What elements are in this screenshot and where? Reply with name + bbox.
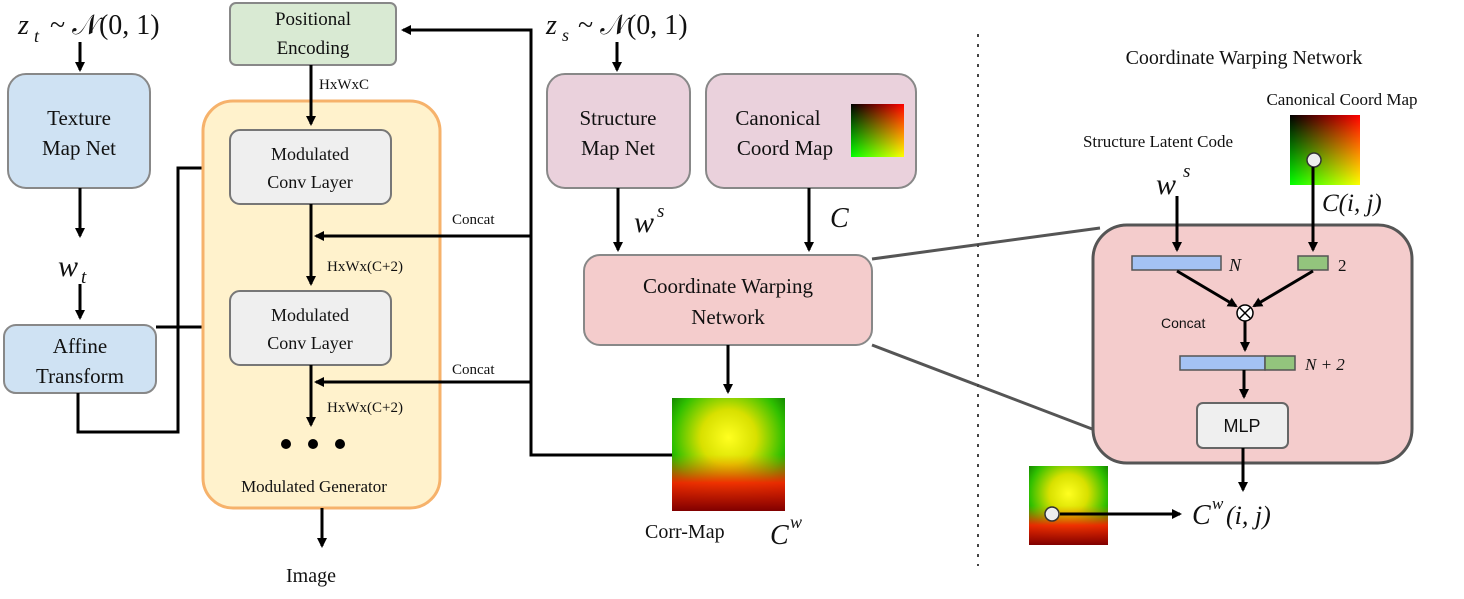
positional-encoding-label-2: Encoding: [277, 38, 350, 59]
texture-map-net-box: [7, 73, 151, 189]
structure-map-net-label-2: Map Net: [581, 136, 655, 160]
two-label: 2: [1338, 256, 1347, 275]
cw-args-right: (i, j): [1226, 501, 1271, 530]
cwn-detail-title: Coordinate Warping Network: [1126, 47, 1363, 69]
n-plus-2-label: N + 2: [1304, 355, 1345, 374]
conv-layer-2-label-2: Conv Layer: [267, 333, 352, 353]
cwn-label-1: Coordinate Warping: [643, 274, 813, 298]
ws-var-mid: w: [634, 206, 654, 239]
ws-sup-mid: s: [657, 201, 664, 222]
n-label: N: [1228, 255, 1242, 275]
conv-layer-2-box: [229, 290, 392, 366]
ellipsis-dot-3: [335, 439, 345, 449]
conv-layer-1-label-1: Modulated: [271, 144, 349, 164]
sample-point-marker: [1306, 152, 1322, 168]
cw-var-mid: C: [770, 520, 789, 551]
n2-vector-green: [1264, 355, 1296, 371]
canonical-coord-map-thumbnail: [851, 104, 904, 157]
affine-transform-box: [3, 324, 157, 394]
n-vector-bar: [1131, 255, 1222, 271]
corr-map-image: [672, 398, 785, 511]
zt-rest: ~ 𝒩(0, 1): [50, 10, 160, 41]
cw-sup-mid: w: [790, 512, 802, 532]
texture-map-net-label-2: Map Net: [42, 136, 116, 160]
arrow-affine-to-conv1: [76, 163, 226, 434]
structure-map-net-label-1: Structure: [580, 106, 657, 130]
positional-encoding-label-1: Positional: [275, 9, 351, 30]
ws-var-right: w: [1156, 168, 1176, 201]
hxwxc-label: HxWxC: [319, 77, 369, 93]
zs-sub: s: [562, 25, 569, 45]
hxwx-c2-label-b: HxWx(C+2): [327, 400, 403, 416]
corr-map-label: Corr-Map: [645, 521, 725, 543]
canonical-coord-map-caption: Canonical Coord Map: [1266, 90, 1417, 109]
canonical-coord-map-thumbnail-right: [1290, 115, 1360, 185]
ws-sup-right: s: [1183, 161, 1190, 182]
cwn-detail-box: [1091, 223, 1414, 465]
zt-prior: z t ~ 𝒩(0, 1): [17, 10, 160, 46]
concat-op-icon: [1236, 304, 1254, 322]
canonical-coord-map-label-1: Canonical: [735, 106, 820, 130]
warped-coord-thumbnail: [1029, 466, 1108, 545]
conv-layer-2-label-1: Modulated: [271, 305, 349, 325]
modulated-generator-title: Modulated Generator: [241, 477, 387, 496]
texture-map-net-label-1: Texture: [47, 106, 111, 130]
conv-layer-1-label-2: Conv Layer: [267, 172, 352, 192]
wt-sub: t: [81, 267, 87, 288]
affine-transform-label-1: Affine: [53, 334, 107, 358]
coordinate-warping-network-box[interactable]: [583, 254, 873, 346]
arrow-n-to-concat: [1176, 269, 1238, 308]
hxwx-c2-label-a: HxWx(C+2): [327, 259, 403, 275]
cw-sup-right: w: [1212, 494, 1224, 513]
c-var-mid: C: [830, 203, 849, 234]
cw-var-right: C: [1192, 500, 1211, 531]
conv-layer-1-box: [229, 129, 392, 205]
structure-map-net-box: [546, 73, 691, 189]
arrow-corrmap-to-posenc: [401, 25, 672, 457]
concat-label-a: Concat: [452, 212, 495, 228]
canonical-coord-map-label-2: Coord Map: [737, 136, 833, 160]
ellipsis-dot-2: [308, 439, 318, 449]
wt-var: w: [58, 250, 78, 283]
warped-point-marker: [1044, 506, 1060, 522]
canonical-coord-map-box: [705, 73, 917, 189]
arrow-2-to-concat: [1252, 269, 1314, 308]
zoom-line-bottom: [871, 343, 1101, 434]
affine-transform-label-2: Transform: [36, 364, 124, 388]
zs-prior: z s ~ 𝒩(0, 1): [545, 10, 688, 45]
zs-rest: ~ 𝒩(0, 1): [578, 10, 688, 41]
image-output-label: Image: [286, 565, 336, 587]
zt-var: z: [17, 10, 29, 41]
cwn-label-2: Network: [691, 305, 765, 329]
zt-sub: t: [34, 26, 40, 46]
n2-vector-blue: [1179, 355, 1266, 371]
structure-latent-code-caption: Structure Latent Code: [1083, 132, 1233, 151]
mlp-label: MLP: [1223, 416, 1260, 436]
ellipsis-dot-1: [281, 439, 291, 449]
two-vector-bar: [1297, 255, 1329, 271]
positional-encoding-box: [229, 2, 397, 66]
zs-var: z: [545, 10, 557, 41]
zoom-line-top: [871, 226, 1101, 261]
concat-label-right: Concat: [1161, 315, 1205, 331]
concat-label-b: Concat: [452, 362, 495, 378]
cij-label: C(i, j): [1322, 190, 1382, 217]
